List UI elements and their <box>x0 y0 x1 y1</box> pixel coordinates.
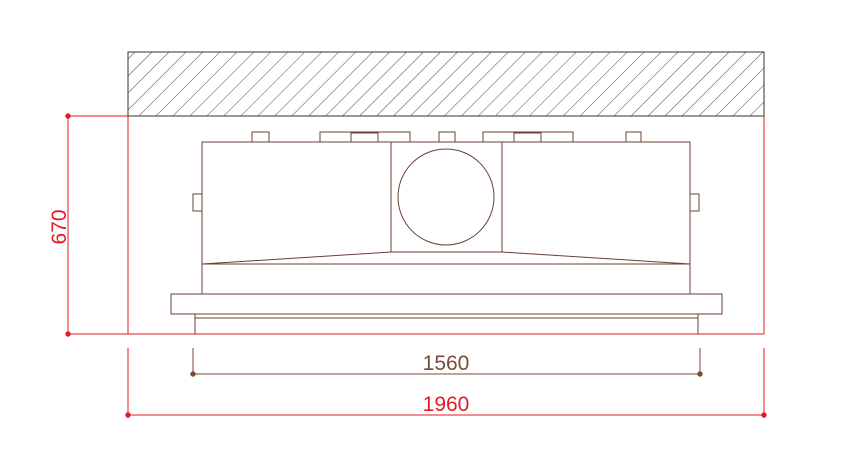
side-bracket-left <box>192 193 203 212</box>
unit-lower-body <box>201 263 691 295</box>
fan-outlet <box>397 148 495 246</box>
mount-tab <box>625 131 642 143</box>
unit-body <box>201 141 691 265</box>
ceiling-slab <box>127 51 765 117</box>
inner-width-dimension <box>190 348 703 377</box>
height-dimension <box>65 113 128 337</box>
total-width-dimension-label: 1960 <box>423 393 470 416</box>
mount-tab <box>350 132 379 143</box>
mount-tab <box>513 132 542 143</box>
cassette-unit <box>170 131 723 334</box>
total-width-dimension <box>125 348 767 418</box>
inner-width-dimension-label: 1560 <box>423 352 470 375</box>
decorative-panel <box>170 293 723 315</box>
mount-tab <box>438 131 456 143</box>
room-outline <box>127 116 765 335</box>
height-dimension-label: 670 <box>48 209 71 244</box>
side-bracket-right <box>689 193 700 212</box>
mount-tab <box>251 131 270 143</box>
